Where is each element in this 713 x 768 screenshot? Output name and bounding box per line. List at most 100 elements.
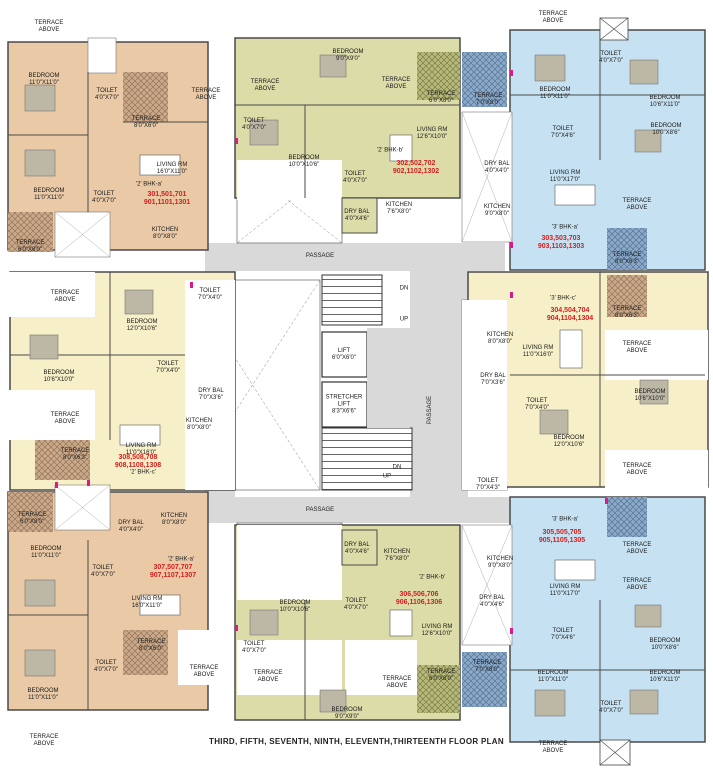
bl-terrace-2: TERRACE 8'0"X6'0" <box>136 639 166 652</box>
br-living: LIVING RM 11'0"X17'0" <box>549 584 581 597</box>
bl-toilet-2: TOILET 4'0"X7'0" <box>94 660 118 673</box>
tm-bedroom-1: BEDROOM 9'0"X9'0" <box>332 49 364 62</box>
stair-up-bottom: UP <box>382 473 392 480</box>
stair-dn-top: DN <box>399 285 409 292</box>
br-terrace-above-3: TERRACE ABOVE <box>538 741 568 754</box>
unit-302-numbers: 302,502,702 902,1102,1302 <box>392 160 440 175</box>
tr-terrace-above-2: TERRACE ABOVE <box>622 198 652 211</box>
tl-living: LIVING RM 16'0"X11'0" <box>156 162 188 175</box>
mr-terrace: TERRACE 8'0"X6'3" <box>612 306 642 319</box>
unit-307-type: '2' BHK-a' <box>167 556 195 563</box>
br-terrace-above-1: TERRACE ABOVE <box>622 542 652 555</box>
bm-toilet-1: TOILET 4'0"X7'0" <box>344 598 368 611</box>
passage-right-label: PASSAGE <box>427 395 433 425</box>
bl-bedroom-2: BEDROOM 11'0"X11'0" <box>27 688 59 701</box>
bm-living: LIVING RM 12'6"X10'0" <box>421 624 453 637</box>
tr-terrace-1: TERRACE 7'0"X8'0" <box>473 93 503 106</box>
tr-bedroom-3: BEDROOM 10'0"X8'6" <box>650 123 682 136</box>
unit-302-type: '2' BHK-b' <box>376 147 404 154</box>
bl-living: LIVING RM 16'0"X11'0" <box>131 596 163 609</box>
passage-bottom-label: PASSAGE <box>305 507 335 513</box>
tl-terrace-above-2: TERRACE ABOVE <box>191 88 221 101</box>
tl-bedroom-2: BEDROOM 11'0"X11'0" <box>33 188 65 201</box>
tr-kitchen: KITCHEN 9'0"X8'0" <box>483 204 511 217</box>
ml-toilet-2: TOILET 7'0"X4'0" <box>198 288 222 301</box>
bm-toilet-2: TOILET 4'0"X7'0" <box>242 641 266 654</box>
stair-up-top: UP <box>399 316 409 323</box>
ml-bedroom-1: BEDROOM 12'0"X10'6" <box>126 319 158 332</box>
tl-toilet-2: TOILET 4'0"X7'0" <box>92 191 116 204</box>
unit-307-numbers: 307,507,707 907,1107,1307 <box>149 564 197 579</box>
page-title: THIRD, FIFTH, SEVENTH, NINTH, ELEVENTH,T… <box>209 737 504 746</box>
tr-dry-bal: DRY BAL 4'0"X4'0" <box>484 161 510 174</box>
br-bedroom-2: BEDROOM 11'0"X11'0" <box>537 670 569 683</box>
bm-dry-bal: DRY BAL 4'0"X4'6" <box>344 542 370 555</box>
ml-terrace-above-2: TERRACE ABOVE <box>50 412 80 425</box>
bm-terrace: TERRACE 6'0"X8'0" <box>426 669 456 682</box>
br-terrace-1: TERRACE 7'0"X8'0" <box>472 660 502 673</box>
tm-bedroom-2: BEDROOM 10'0"X10'6" <box>288 155 320 168</box>
tr-bedroom-1: BEDROOM 11'0"X11'0" <box>539 87 571 100</box>
ml-living: LIVING RM 11'0"X16'0" <box>125 443 157 456</box>
tl-terrace-2: TERRACE 6'0"X8'0" <box>15 240 45 253</box>
mr-bedroom-2: BEDROOM 12'0"X10'6" <box>553 435 585 448</box>
tr-bedroom-2: BEDROOM 10'6"X11'0" <box>649 95 681 108</box>
unit-303-numbers: 303,503,703 903,1103,1303 <box>537 235 585 250</box>
lift-label: LIFT 6'0"X6'0" <box>332 348 356 361</box>
passage-top-label: PASSAGE <box>305 253 335 259</box>
tr-toilet-1: TOILET 4'0"X7'0" <box>599 51 623 64</box>
tl-terrace-1: TERRACE 8'0"X6'0" <box>131 116 161 129</box>
unit-304-type: '3' BHK-c' <box>550 295 576 302</box>
ml-toilet-1: TOILET 7'0"X4'0" <box>156 361 180 374</box>
mr-dry-bal: DRY BAL 7'0"X3'6" <box>480 373 506 386</box>
bl-dry-bal: DRY BAL 4'0"X4'0" <box>118 520 144 533</box>
ml-terrace-above-1: TERRACE ABOVE <box>50 290 80 303</box>
tr-toilet-2: TOILET 7'0"X4'6" <box>551 126 575 139</box>
ml-dry-bal: DRY BAL 7'0"X3'6" <box>198 388 224 401</box>
stretcher-lift-label: STRETCHER LIFT 8'3"X6'6" <box>325 394 363 415</box>
stair-top <box>321 274 383 326</box>
bm-bedroom-2: BEDROOM 9'0"X9'0" <box>331 707 363 720</box>
ml-bedroom-2: BEDROOM 10'6"X10'0" <box>43 370 75 383</box>
br-toilet-1: TOILET 7'0"X4'6" <box>551 628 575 641</box>
passage-right <box>410 243 468 523</box>
tm-living: LIVING RM 12'6"X10'0" <box>416 127 448 140</box>
bl-terrace-1: TERRACE 6'0"X8'0" <box>17 512 47 525</box>
unit-304-numbers: 304,504,704 904,1104,1304 <box>546 307 594 322</box>
bl-kitchen: KITCHEN 8'0"X8'0" <box>160 513 188 526</box>
bl-toilet-1: TOILET 4'0"X7'0" <box>91 565 115 578</box>
tl-kitchen: KITCHEN 8'0"X8'0" <box>151 227 179 240</box>
mr-toilet-2: TOILET 7'0"X4'3" <box>476 478 500 491</box>
tm-toilet-2: TOILET 4'0"X7'0" <box>343 171 367 184</box>
tl-bedroom-1: BEDROOM 11'0"X11'0" <box>28 73 60 86</box>
br-bedroom-1: BEDROOM 10'0"X8'6" <box>649 638 681 651</box>
tm-terrace-above-1: TERRACE ABOVE <box>250 79 280 92</box>
unit-308-type: '2' BHK-c' <box>130 469 156 476</box>
bm-terrace-above-1: TERRACE ABOVE <box>253 670 283 683</box>
stair-bottom <box>321 427 413 491</box>
stair-dn-bottom: DN <box>392 464 402 471</box>
unit-306-type: '2' BHK-b' <box>418 574 446 581</box>
mr-living: LIVING RM 11'0"X16'0" <box>522 345 554 358</box>
bm-bedroom-1: BEDROOM 10'0"X10'6" <box>279 600 311 613</box>
br-bedroom-3: BEDROOM 10'6"X11'0" <box>649 670 681 683</box>
bm-kitchen: KITCHEN 7'6"X8'0" <box>383 549 411 562</box>
ml-terrace: TERRACE 8'0"X6'3" <box>60 448 90 461</box>
tr-living: LIVING RM 11'0"X17'0" <box>549 170 581 183</box>
unit-303-type: '3' BHK-a' <box>551 224 579 231</box>
unit-301-type: '2' BHK-a' <box>135 181 163 188</box>
bl-terrace-above-2: TERRACE ABOVE <box>29 734 59 747</box>
unit-305-type: '3' BHK-a' <box>551 516 579 523</box>
stretcher-lift-shaft <box>321 381 368 428</box>
mr-toilet-1: TOILET 7'0"X4'0" <box>525 398 549 411</box>
unit-306-numbers: 306,506,706 906,1106,1306 <box>395 591 443 606</box>
unit-308-numbers: 308,508,708 908,1108,1308 <box>114 454 162 469</box>
unit-305-numbers: 305,505,705 905,1105,1305 <box>538 529 586 544</box>
mr-terrace-above-1: TERRACE ABOVE <box>622 341 652 354</box>
tm-terrace: TERRACE 6'0"X8'0" <box>426 91 456 104</box>
unit-301-numbers: 301,501,701 901,1101,1301 <box>143 191 191 206</box>
tr-terrace-above: TERRACE ABOVE <box>538 11 568 24</box>
tm-terrace-above-2: TERRACE ABOVE <box>381 77 411 90</box>
lift-shaft <box>321 331 368 378</box>
